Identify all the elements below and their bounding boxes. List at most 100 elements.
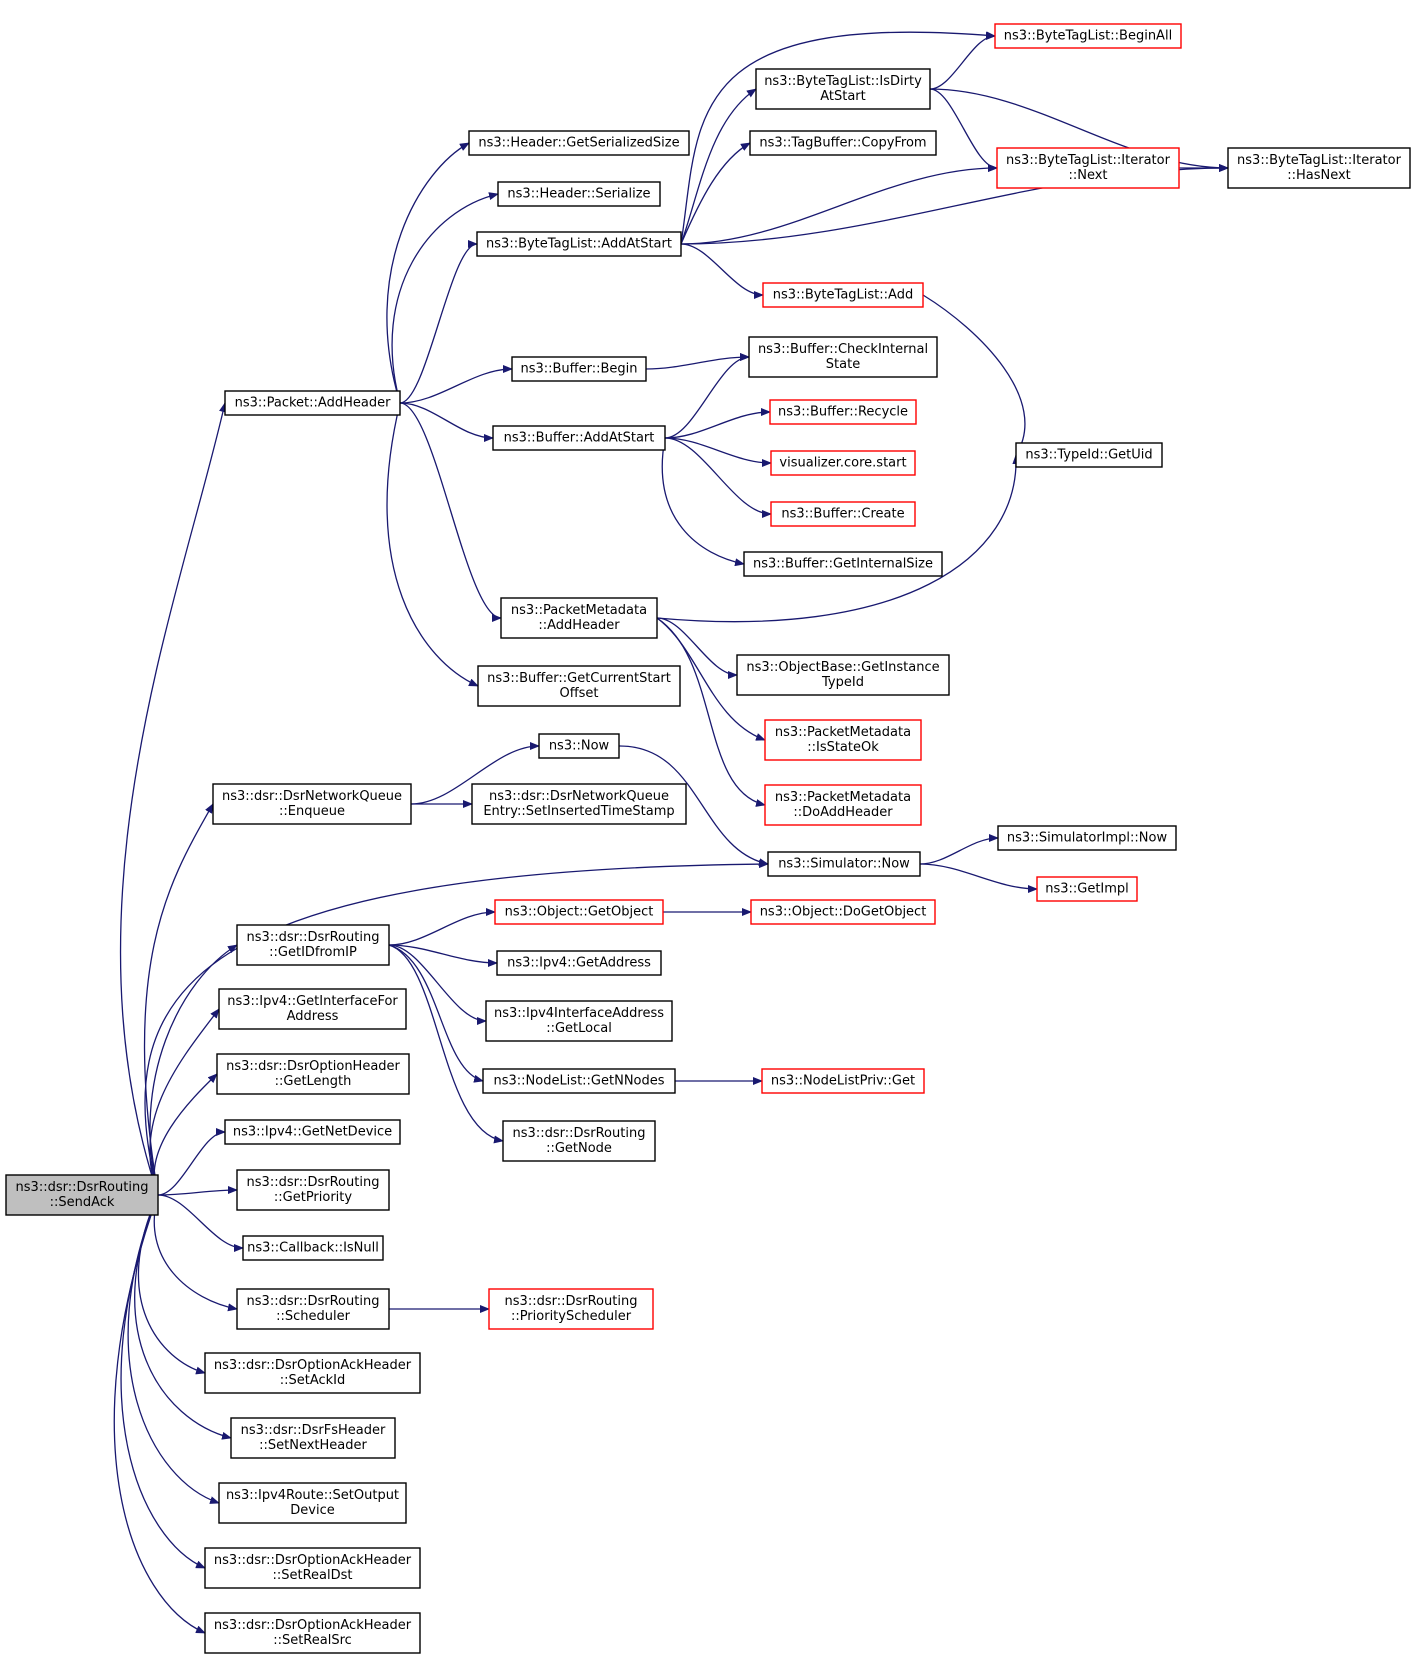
- node-dsr-priorityscheduler[interactable]: ns3::dsr::DsrRouting::PriorityScheduler: [488, 1288, 654, 1330]
- edge-buffer_addatstart-to-buffer_recycle: [664, 408, 771, 439]
- node-btl-addatstart[interactable]: ns3::ByteTagList::AddAtStart: [476, 231, 682, 257]
- node-btl-beginall[interactable]: ns3::ByteTagList::BeginAll: [994, 23, 1182, 49]
- node-box: [488, 1288, 654, 1330]
- node-label: ::SetRealDst: [272, 1568, 352, 1583]
- edge-simulator_now-to-simulatorimpl_now: [919, 834, 999, 865]
- node-nodelist-getnnodes[interactable]: ns3::NodeList::GetNNodes: [482, 1068, 676, 1094]
- node-box: [471, 783, 687, 825]
- edge-buffer_addatstart-to-visualizer_core_start: [664, 437, 772, 467]
- node-label: ns3::Buffer::GetInternalSize: [753, 557, 933, 572]
- edge-packet_addheader-to-buffer_begin: [399, 365, 513, 404]
- edge-sendack-to-dnq_enqueue: [143, 803, 214, 1196]
- node-simulator-now[interactable]: ns3::Simulator::Now: [767, 851, 921, 877]
- node-buffer-begin[interactable]: ns3::Buffer::Begin: [511, 356, 647, 382]
- node-now[interactable]: ns3::Now: [538, 733, 620, 759]
- edge-sendack-to-callback_isnull: [157, 1194, 244, 1252]
- edge-packet_addheader-to-btl_addatstart: [399, 240, 478, 404]
- node-label: ns3::Header::GetSerializedSize: [478, 136, 679, 151]
- node-box: [230, 1417, 396, 1459]
- node-doah-setrealdst[interactable]: ns3::dsr::DsrOptionAckHeader::SetRealDst: [204, 1547, 421, 1589]
- node-doah-setrealsrc[interactable]: ns3::dsr::DsrOptionAckHeader::SetRealSrc: [204, 1612, 421, 1654]
- edge-sendack-to-dsr_getpriority: [157, 1186, 238, 1196]
- node-getimpl[interactable]: ns3::GetImpl: [1036, 876, 1138, 902]
- node-packet-addheader[interactable]: ns3::Packet::AddHeader: [224, 390, 401, 416]
- node-dnq-enqueue[interactable]: ns3::dsr::DsrNetworkQueue::Enqueue: [212, 783, 412, 825]
- node-dsr-getpriority[interactable]: ns3::dsr::DsrRouting::GetPriority: [236, 1169, 390, 1211]
- node-doah-setackid[interactable]: ns3::dsr::DsrOptionAckHeader::SetAckId: [204, 1352, 421, 1394]
- node-label: Device: [290, 1503, 334, 1518]
- node-box: [204, 1547, 421, 1589]
- node-tagbuffer-copyfrom[interactable]: ns3::TagBuffer::CopyFrom: [749, 130, 937, 156]
- node-object-dogetobject[interactable]: ns3::Object::DoGetObject: [750, 899, 936, 925]
- node-dsr-getidfromip[interactable]: ns3::dsr::DsrRouting::GetIDfromIP: [236, 924, 390, 966]
- edge-sendack-to-ipv4_getinterfacefor: [149, 1008, 220, 1196]
- node-box: [500, 597, 658, 639]
- node-label: ::SetAckId: [280, 1373, 346, 1388]
- node-box: [502, 1120, 656, 1162]
- node-box: [218, 1482, 407, 1524]
- edge-packet_addheader-to-buffer_getcurrentstart: [386, 402, 479, 687]
- node-label: ns3::TagBuffer::CopyFrom: [759, 136, 926, 151]
- node-box: [1015, 442, 1163, 468]
- nodes-layer: ns3::dsr::DsrRouting::SendAck ns3::Packet…: [5, 23, 1411, 1654]
- node-buffer-recycle[interactable]: ns3::Buffer::Recycle: [769, 399, 917, 425]
- node-object-getobject[interactable]: ns3::Object::GetObject: [494, 899, 664, 925]
- node-ipv4-getaddress[interactable]: ns3::Ipv4::GetAddress: [496, 950, 662, 976]
- node-box: [1036, 876, 1138, 902]
- node-dnqe-setinserted[interactable]: ns3::dsr::DsrNetworkQueueEntry::SetInser…: [471, 783, 687, 825]
- node-btli-hasnext[interactable]: ns3::ByteTagList::Iterator::HasNext: [1227, 147, 1411, 189]
- node-dfh-setnextheader[interactable]: ns3::dsr::DsrFsHeader::SetNextHeader: [230, 1417, 396, 1459]
- node-nodelistpriv-get[interactable]: ns3::NodeListPriv::Get: [761, 1068, 925, 1094]
- node-callback-isnull[interactable]: ns3::Callback::IsNull: [242, 1235, 384, 1261]
- node-label: ns3::PacketMetadata: [511, 603, 647, 618]
- edge-packet_addheader-to-pm_addheader: [399, 402, 502, 622]
- node-box: [497, 181, 661, 207]
- edge-packet_addheader-to-header_getserializedsize: [386, 142, 470, 404]
- edge-btl_addatstart-to-tagbuffer_copyfrom: [680, 142, 751, 245]
- node-header-getserializedsize[interactable]: ns3::Header::GetSerializedSize: [468, 130, 690, 156]
- node-sendack[interactable]: ns3::dsr::DsrRouting::SendAck: [5, 1174, 159, 1216]
- node-box: [494, 899, 664, 925]
- node-box: [761, 1068, 925, 1094]
- node-label: ns3::Simulator::Now: [778, 857, 910, 872]
- node-visualizer-core-start[interactable]: visualizer.core.start: [770, 450, 916, 476]
- node-box: [236, 924, 390, 966]
- edge-packet_addheader-to-header_serialize: [391, 192, 499, 404]
- node-doh-getlength[interactable]: ns3::dsr::DsrOptionHeader::GetLength: [216, 1053, 410, 1095]
- node-box: [750, 899, 936, 925]
- node-ipv4ia-getlocal[interactable]: ns3::Ipv4InterfaceAddress::GetLocal: [485, 1000, 673, 1042]
- node-label: ns3::Ipv4InterfaceAddress: [494, 1006, 664, 1021]
- node-box: [204, 1352, 421, 1394]
- node-label: ns3::dsr::DsrOptionAckHeader: [214, 1358, 412, 1373]
- node-buffer-create[interactable]: ns3::Buffer::Create: [770, 501, 916, 527]
- node-ipv4-getnetdevice[interactable]: ns3::Ipv4::GetNetDevice: [224, 1119, 401, 1145]
- node-box: [224, 1119, 401, 1145]
- node-dsr-scheduler[interactable]: ns3::dsr::DsrRouting::Scheduler: [236, 1288, 390, 1330]
- node-box: [212, 783, 412, 825]
- node-box: [485, 1000, 673, 1042]
- node-buffer-getinternalsize[interactable]: ns3::Buffer::GetInternalSize: [743, 551, 943, 577]
- node-simulatorimpl-now[interactable]: ns3::SimulatorImpl::Now: [997, 825, 1177, 851]
- node-pm-doaddheader[interactable]: ns3::PacketMetadata::DoAddHeader: [764, 784, 922, 826]
- node-btl-add[interactable]: ns3::ByteTagList::Add: [762, 282, 924, 308]
- node-dsr-getnode[interactable]: ns3::dsr::DsrRouting::GetNode: [502, 1120, 656, 1162]
- node-typeid-getuid[interactable]: ns3::TypeId::GetUid: [1015, 442, 1163, 468]
- edge-dsr_getidfromip-to-object_getobject: [388, 908, 496, 946]
- node-header-serialize[interactable]: ns3::Header::Serialize: [497, 181, 661, 207]
- node-btli-next[interactable]: ns3::ByteTagList::Iterator::Next: [996, 147, 1180, 189]
- node-label: ::GetLocal: [546, 1021, 612, 1036]
- node-label: ::GetLength: [275, 1074, 352, 1089]
- edge-sendack-to-simulator_now: [144, 860, 769, 1196]
- node-label: ns3::Buffer::GetCurrentStart: [487, 671, 671, 686]
- node-pm-isstateok[interactable]: ns3::PacketMetadata::IsStateOk: [764, 719, 922, 761]
- node-box: [538, 733, 620, 759]
- node-label: ::GetPriority: [274, 1190, 353, 1205]
- node-pm-addheader[interactable]: ns3::PacketMetadata::AddHeader: [500, 597, 658, 639]
- node-buffer-addatstart[interactable]: ns3::Buffer::AddAtStart: [492, 425, 666, 451]
